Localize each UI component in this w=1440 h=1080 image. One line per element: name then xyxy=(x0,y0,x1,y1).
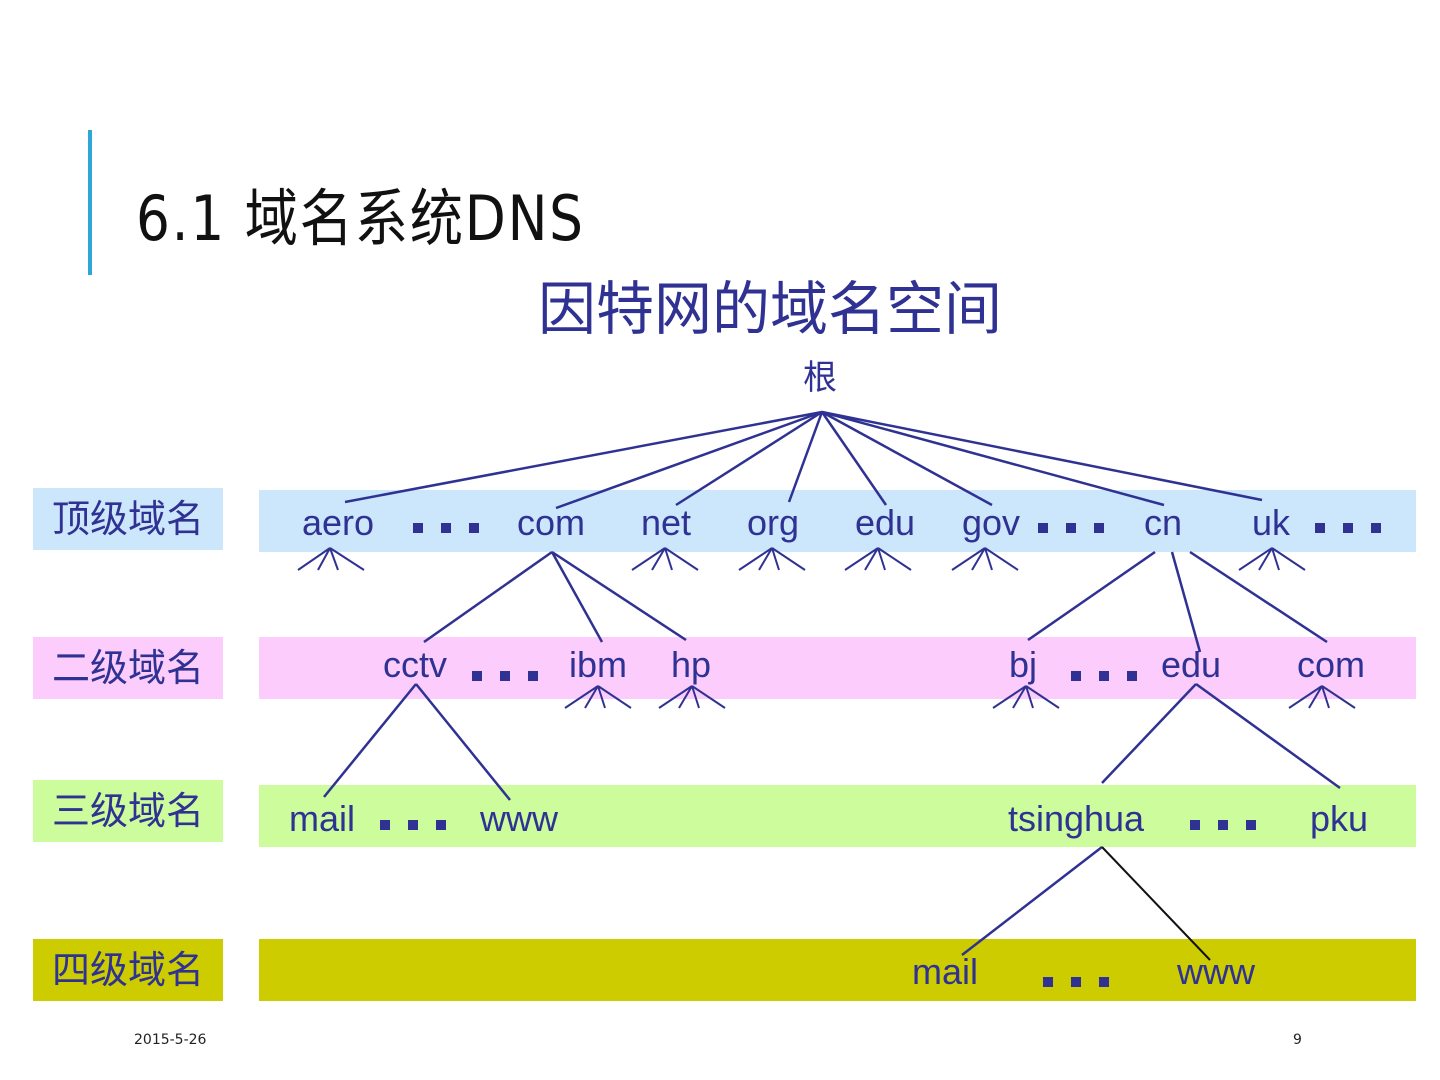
branch-stub-hp xyxy=(658,685,726,709)
node-uk: uk xyxy=(1251,502,1291,543)
node-root: 根 xyxy=(803,358,837,398)
edge-root-cn xyxy=(821,410,1165,507)
node-net: net xyxy=(640,502,692,543)
level-label-third: 三级域名 xyxy=(33,780,223,842)
branch-stub-org xyxy=(738,547,806,571)
node-org: org xyxy=(746,502,800,543)
ellipsis-second-2 xyxy=(1071,666,1155,681)
level-label-top: 顶级域名 xyxy=(33,488,223,550)
node-ibm: ibm xyxy=(568,644,628,685)
edge-cn-bj xyxy=(1027,550,1156,642)
node-gov: gov xyxy=(961,502,1021,543)
node-mail-3: mail xyxy=(288,798,356,839)
band-second-level xyxy=(259,637,1416,699)
edge-tsinghua-mail xyxy=(961,846,1103,956)
edge-edu-pku xyxy=(1195,682,1341,790)
edge-tsinghua-www xyxy=(1101,846,1211,961)
node-edu: edu xyxy=(854,502,916,543)
ellipsis-top-2 xyxy=(1038,518,1122,533)
edge-cctv-mail xyxy=(323,683,417,798)
ellipsis-third-2 xyxy=(1190,815,1274,830)
branch-stub-aero xyxy=(297,547,365,571)
slide-title: 6.1 域名系统DNS xyxy=(136,182,585,255)
node-cn: cn xyxy=(1143,502,1183,543)
branch-stub-net xyxy=(631,547,699,571)
node-aero: aero xyxy=(301,502,375,543)
edge-root-org xyxy=(787,411,824,503)
edge-cn-com xyxy=(1189,550,1328,644)
edge-root-edu xyxy=(820,411,888,506)
edge-edu-tsinghua xyxy=(1101,683,1197,784)
edge-com-ibm xyxy=(550,551,604,643)
footer-page-number: 9 xyxy=(1293,1032,1302,1048)
node-www-4: www xyxy=(1177,951,1255,992)
ellipsis-fourth xyxy=(1043,972,1127,987)
branch-stub-bj xyxy=(992,685,1060,709)
node-www-3: www xyxy=(480,798,558,839)
footer-date: 2015-5-26 xyxy=(134,1032,207,1048)
band-fourth-level xyxy=(259,939,1416,1001)
edge-root-com xyxy=(555,410,823,510)
branch-stub-gov xyxy=(951,547,1019,571)
node-pku: pku xyxy=(1309,798,1369,839)
title-accent-bar xyxy=(88,130,92,275)
node-mail-4: mail xyxy=(911,951,979,992)
node-edu-2: edu xyxy=(1160,644,1222,685)
ellipsis-top-1 xyxy=(413,518,497,533)
edge-com-hp xyxy=(551,550,687,642)
edge-root-net xyxy=(675,410,823,507)
level-label-fourth: 四级域名 xyxy=(33,939,223,1001)
edge-cctv-www xyxy=(415,683,511,801)
branch-stub-edu xyxy=(844,547,912,571)
node-com-2: com xyxy=(1296,644,1366,685)
node-tsinghua: tsinghua xyxy=(1007,798,1145,839)
ellipsis-top-3 xyxy=(1315,518,1399,533)
ellipsis-third-1 xyxy=(380,815,464,830)
edge-com-cctv xyxy=(423,550,553,644)
diagram-title: 因特网的域名空间 xyxy=(537,275,1002,343)
node-hp: hp xyxy=(670,644,712,685)
node-cctv: cctv xyxy=(382,644,448,685)
edge-cn-edu xyxy=(1170,551,1202,653)
edge-root-aero xyxy=(344,410,823,504)
level-label-second: 二级域名 xyxy=(33,637,223,699)
node-com: com xyxy=(516,502,586,543)
branch-stub-com2 xyxy=(1288,685,1356,709)
ellipsis-second-1 xyxy=(472,666,556,681)
branch-stub-ibm xyxy=(564,685,632,709)
node-bj: bj xyxy=(1008,644,1038,685)
band-third-level xyxy=(259,785,1416,847)
branch-stub-uk xyxy=(1238,547,1306,571)
band-top-level xyxy=(259,490,1416,552)
edge-root-gov xyxy=(821,410,993,507)
edge-root-uk xyxy=(821,410,1263,502)
